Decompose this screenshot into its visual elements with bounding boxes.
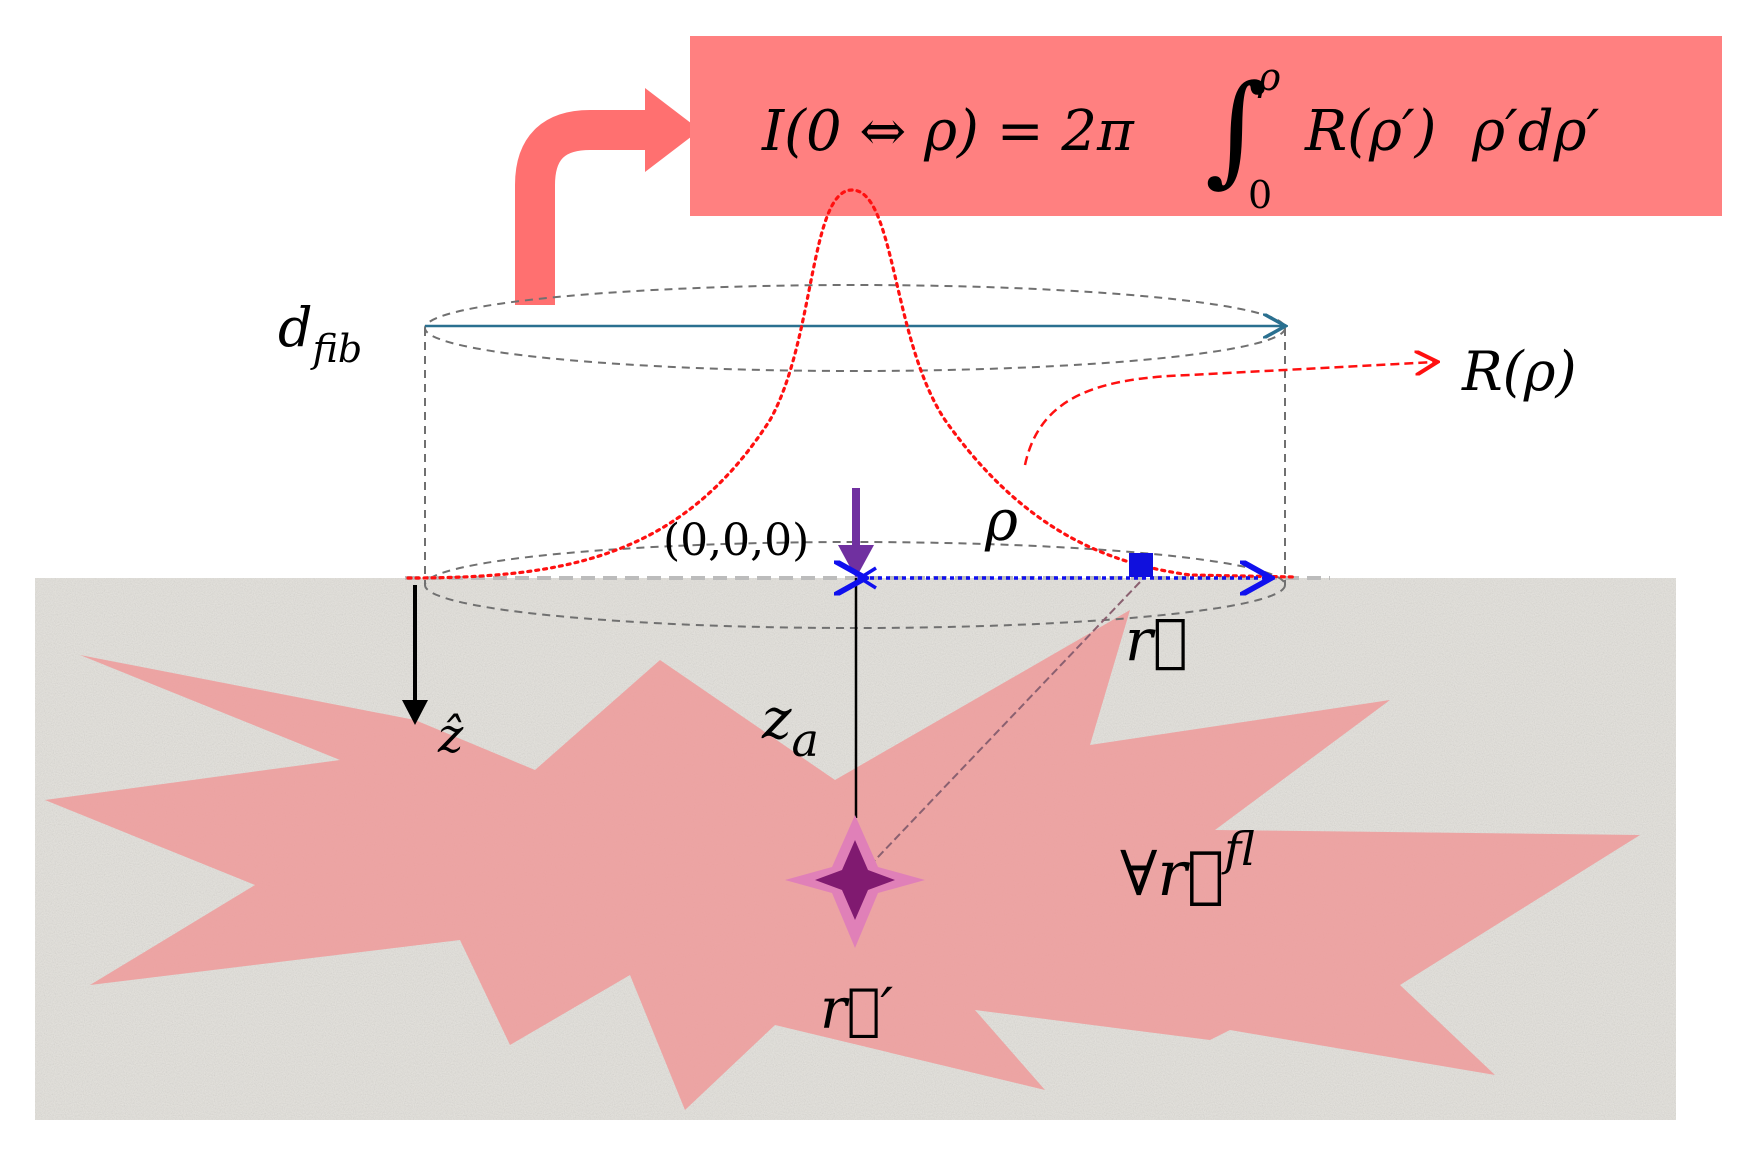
rho-arrow-left-head [856, 566, 877, 590]
label-z-hat: ẑ [437, 708, 464, 764]
integral-lower-limit: 0 [1248, 173, 1272, 217]
formula-integrand: R(ρ′) ρ′dρ′ [1304, 99, 1600, 164]
formula-lhs: I(0 ⇔ ρ) = 2π [761, 99, 1135, 164]
reflectance-pointer-arrow [1023, 362, 1435, 466]
bend-arrow-shaft [515, 110, 650, 305]
formula-box [690, 36, 1722, 216]
integral-upper-limit: ρ [1257, 55, 1281, 99]
z-arrow-head [402, 700, 428, 725]
label-d-fib: dfib [278, 296, 362, 371]
integral-formula: I(0 ⇔ ρ) = 2π ∫ ρ 0 R(ρ′) ρ′dρ′ [761, 55, 1600, 217]
label-forall-r-fl: ∀r⃗fl [1120, 822, 1255, 910]
z-direction-arrow [402, 585, 428, 725]
star-inner [815, 840, 895, 920]
detector-square [1129, 553, 1153, 577]
fiber-top-ellipse [424, 284, 1286, 372]
label-z-a: za [761, 687, 819, 767]
integral-sign: ∫ [1205, 60, 1268, 199]
source-arrow [838, 488, 874, 578]
label-origin: (0,0,0) [663, 515, 809, 566]
label-r-vector: r⃗ [1125, 606, 1188, 674]
detector-to-source-line [857, 581, 1141, 879]
label-R-rho: R(ρ) [1461, 340, 1577, 403]
bend-arrow-head [645, 88, 700, 172]
label-rho: ρ [984, 489, 1018, 554]
reflectance-profile-curve [406, 188, 1297, 580]
fluorophore-star-icon [785, 815, 925, 948]
bend-arrow [515, 88, 700, 305]
label-r-prime: r⃗′ [820, 977, 893, 1042]
